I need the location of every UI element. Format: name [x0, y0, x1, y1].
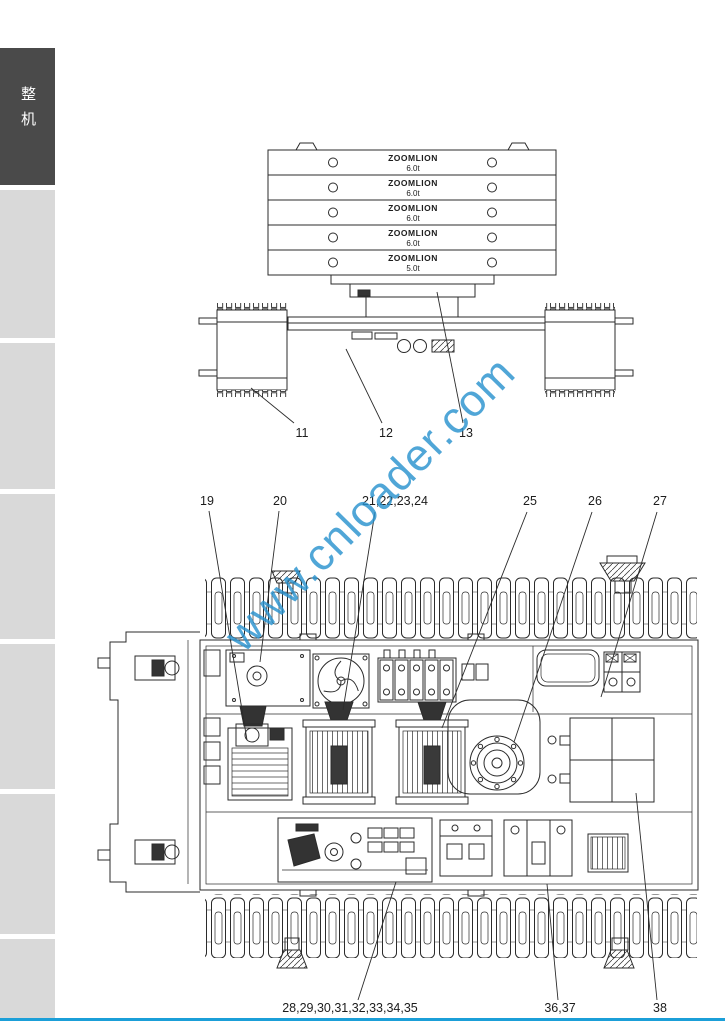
- swivel-joint: [447, 699, 541, 795]
- hydraulic-tank: [536, 649, 600, 687]
- callout-label: 28,29,30,31,32,33,34,35: [282, 1001, 418, 1015]
- slab-weight: 6.0t: [406, 214, 420, 223]
- sidebar-tab-label: 整机: [19, 86, 36, 136]
- callout-label: 25: [523, 494, 537, 508]
- sidebar: 整机: [0, 0, 55, 1024]
- slab-brand: ZOOMLION: [388, 228, 438, 238]
- sidebar-tab-whole-machine[interactable]: 整机: [0, 48, 55, 185]
- callout-label: 36,37: [544, 1001, 575, 1015]
- carbody-extension: [97, 631, 200, 893]
- callout-label: 12: [379, 426, 393, 440]
- winch-drum-2: [395, 701, 469, 805]
- counterweight-stack-drawing: ZOOMLION 6.0t ZOOMLION 6.0t ZOOMLION 6.0…: [198, 142, 634, 440]
- sidebar-tab[interactable]: [0, 190, 55, 338]
- callout-label: 27: [653, 494, 667, 508]
- top-track-band: [205, 555, 697, 640]
- callout-label: 13: [459, 426, 473, 440]
- idler-mount: [271, 570, 301, 584]
- cooling-fan: [312, 653, 370, 709]
- callout-leaders-bottom-diagram: [208, 510, 658, 1001]
- idler-mount: [276, 949, 308, 969]
- pump-box: [225, 649, 311, 707]
- right-valve-cluster: [603, 651, 641, 693]
- slab-weight: 6.0t: [406, 239, 420, 248]
- bottom-track-band: [205, 894, 697, 969]
- callout-label: 20: [273, 494, 287, 508]
- lifting-lug: [295, 142, 318, 151]
- callout-label: 21,22,23,24: [362, 494, 428, 508]
- sidebar-tab[interactable]: [0, 343, 55, 489]
- engine-assembly: [277, 817, 433, 883]
- right-track-side: [544, 303, 634, 397]
- winch-drum-1: [302, 701, 376, 805]
- fuel-tank-box: [503, 819, 573, 877]
- counterweight-box: [547, 717, 655, 803]
- slab-brand: ZOOMLION: [388, 153, 438, 163]
- carbody-frame: [287, 316, 546, 353]
- left-track-side: [198, 303, 288, 397]
- radiator-box: [587, 833, 629, 873]
- slab-brand: ZOOMLION: [388, 203, 438, 213]
- idler-mount: [599, 562, 646, 582]
- left-gearbox: [227, 705, 293, 801]
- callout-label: 11: [296, 426, 309, 440]
- callout-leaders-top-diagram: [250, 291, 464, 424]
- callout-label: 19: [200, 494, 214, 508]
- counterweight-tray: [330, 274, 495, 317]
- sidebar-tab[interactable]: [0, 644, 55, 789]
- slab-brand: ZOOMLION: [388, 253, 438, 263]
- undercarriage-top-view-drawing: 19 20 21,22,23,24 25 26 27 28,29,30,31,3…: [97, 494, 699, 1015]
- battery-box: [439, 819, 493, 877]
- page-footer-rule: [0, 1018, 725, 1021]
- slab-weight: 6.0t: [406, 189, 420, 198]
- sidebar-tab[interactable]: [0, 494, 55, 639]
- counterweight-slabs: [267, 149, 557, 276]
- lifting-lug: [507, 142, 530, 151]
- slab-weight: 5.0t: [406, 264, 420, 273]
- sidebar-tab[interactable]: [0, 794, 55, 934]
- idler-mount: [603, 949, 635, 969]
- callout-label: 26: [588, 494, 602, 508]
- slab-weight: 6.0t: [406, 164, 420, 173]
- callout-label: 38: [653, 1001, 667, 1015]
- slab-brand: ZOOMLION: [388, 178, 438, 188]
- valve-bank: [377, 649, 489, 703]
- sidebar-tab[interactable]: [0, 939, 55, 1018]
